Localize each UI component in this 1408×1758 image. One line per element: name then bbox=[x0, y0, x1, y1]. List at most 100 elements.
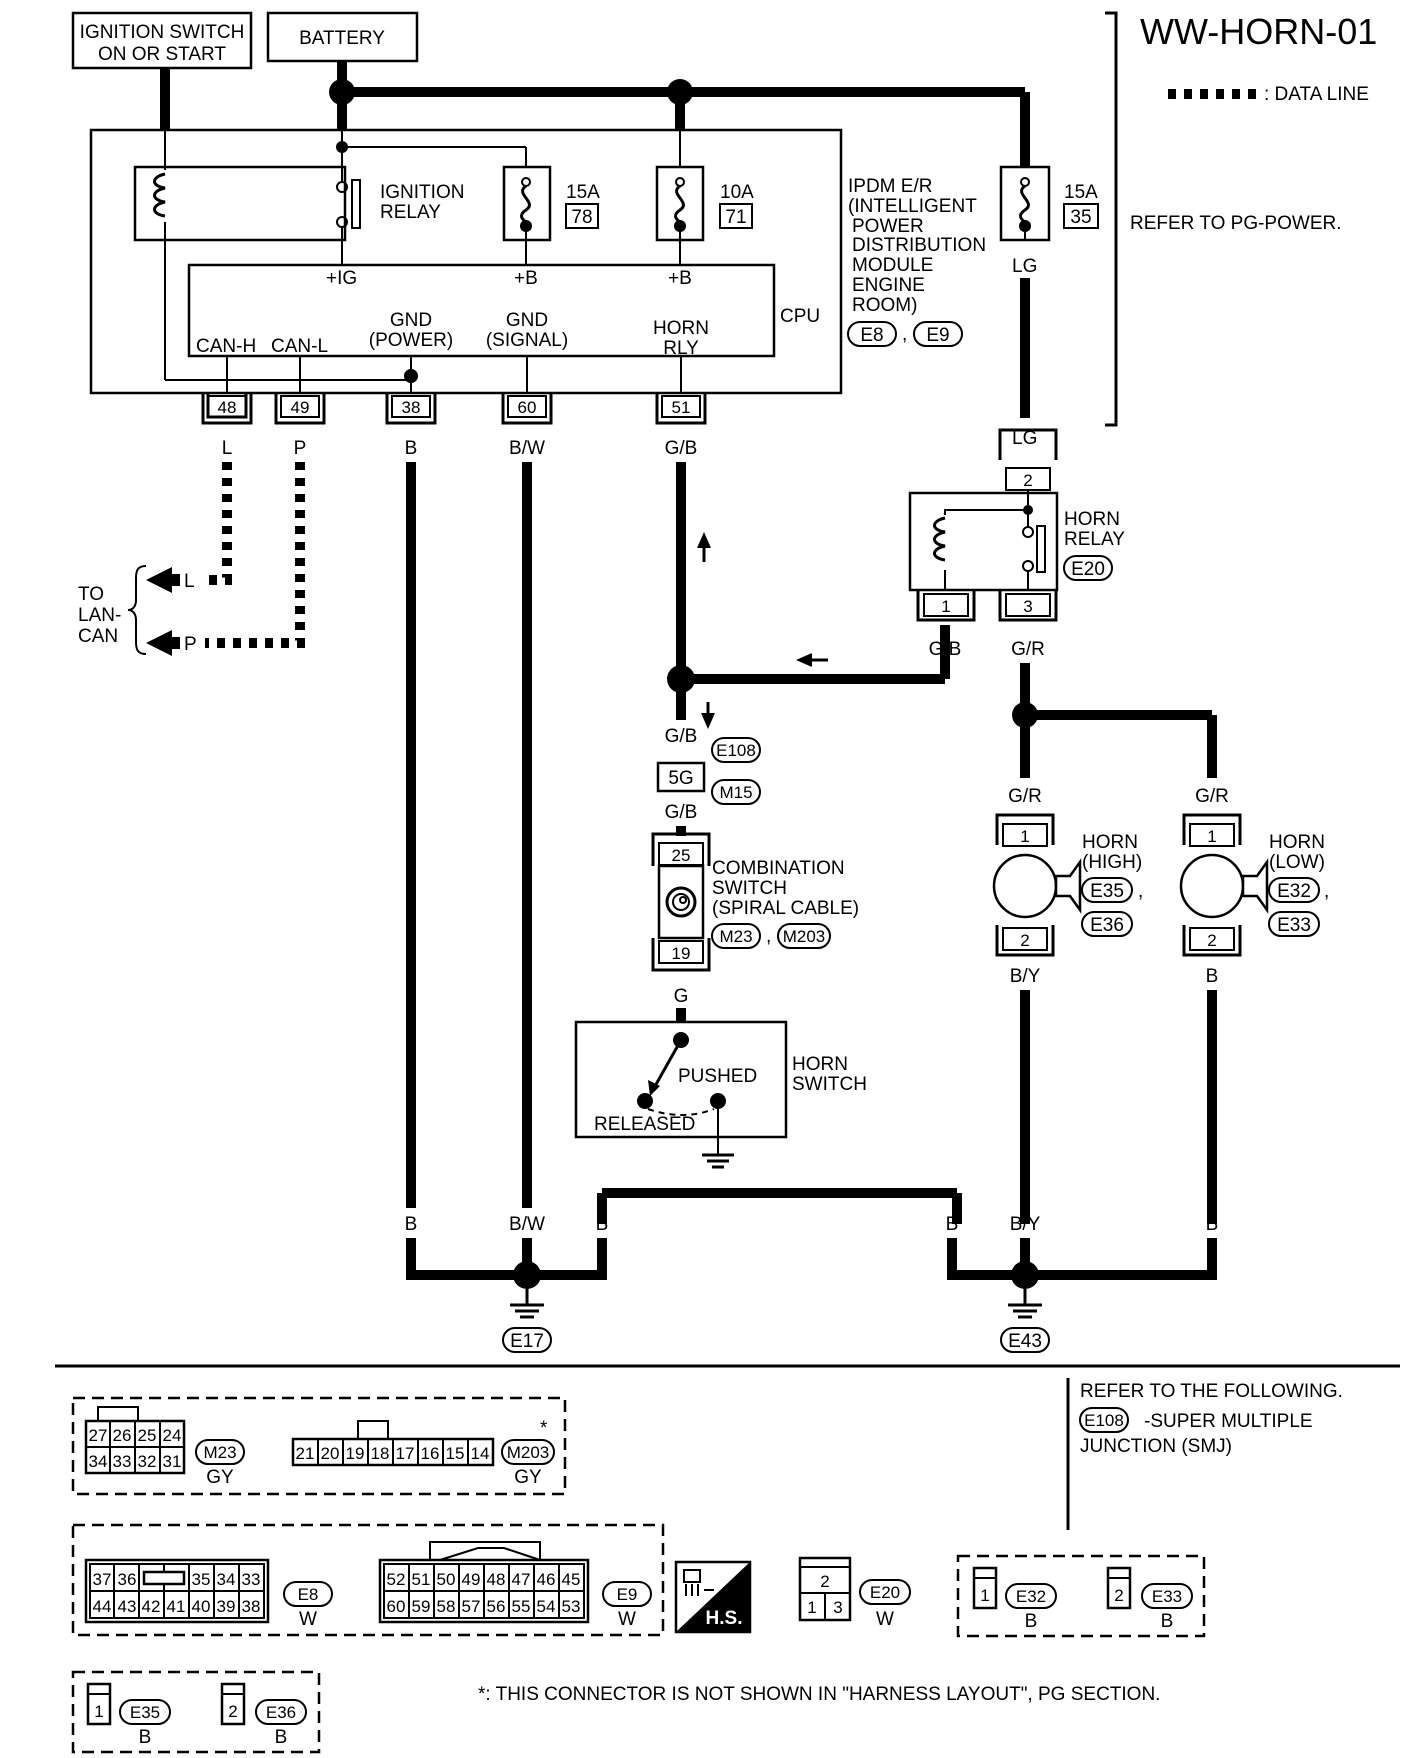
svg-text:(SPIRAL CABLE): (SPIRAL CABLE) bbox=[712, 898, 859, 919]
svg-text:43: 43 bbox=[118, 1597, 137, 1616]
svg-text:17: 17 bbox=[396, 1444, 415, 1463]
svg-text:1: 1 bbox=[807, 1598, 816, 1617]
svg-text:E33: E33 bbox=[1277, 915, 1311, 936]
connector-view-e9: 52 51 50 49 48 47 46 45 60 59 58 57 56 5… bbox=[378, 1541, 652, 1630]
svg-text:(INTELLIGENT: (INTELLIGENT bbox=[848, 196, 977, 217]
connector-view-e8: 37 36 35 34 33 44 43 42 41 40 39 38 E8 W bbox=[84, 1558, 333, 1630]
connector-e8-ref: E8 bbox=[860, 325, 883, 346]
ipdm-pin-connectors: 48 49 38 60 51 bbox=[201, 393, 707, 425]
svg-text:55: 55 bbox=[512, 1597, 531, 1616]
connector-view-e36: 2 E36 B bbox=[220, 1682, 307, 1748]
wire-b-gnd2: B bbox=[596, 1214, 609, 1235]
svg-text:26: 26 bbox=[113, 1426, 132, 1445]
connector-view-e35: 1 E35 B bbox=[86, 1682, 171, 1748]
ignition-relay: IGNITION RELAY bbox=[133, 130, 464, 380]
svg-text:ROOM): ROOM) bbox=[852, 295, 917, 316]
svg-text:16: 16 bbox=[421, 1444, 440, 1463]
wire-b-gnd1: B bbox=[405, 1214, 418, 1235]
ipdm-bracket bbox=[1105, 11, 1118, 427]
connector-group-e35-e36 bbox=[71, 1670, 321, 1754]
combination-switch: 25 19 COMBINATION SWITCH (SPIRAL CABLE) … bbox=[651, 832, 859, 972]
svg-text:,: , bbox=[1138, 881, 1143, 902]
svg-text:JUNCTION (SMJ): JUNCTION (SMJ) bbox=[1080, 1436, 1232, 1457]
svg-text:58: 58 bbox=[437, 1597, 456, 1616]
svg-text:38: 38 bbox=[242, 1597, 261, 1616]
svg-text:40: 40 bbox=[192, 1597, 211, 1616]
svg-text:E8: E8 bbox=[298, 1585, 319, 1604]
svg-text:GND: GND bbox=[390, 310, 432, 331]
svg-text:32: 32 bbox=[138, 1452, 157, 1471]
battery-box: BATTERY bbox=[266, 11, 419, 63]
svg-text:1: 1 bbox=[1207, 827, 1216, 846]
svg-text:42: 42 bbox=[142, 1597, 161, 1616]
svg-text:BATTERY: BATTERY bbox=[299, 28, 385, 49]
lan-can-label: TO bbox=[78, 584, 104, 605]
flow-arrow-up bbox=[697, 532, 711, 562]
ipdm-label: IPDM E/R (INTELLIGENT POWER DISTRIBUTION… bbox=[847, 176, 986, 347]
svg-text:3: 3 bbox=[833, 1598, 842, 1617]
svg-text:RELAY: RELAY bbox=[380, 202, 441, 223]
svg-text:1: 1 bbox=[980, 1586, 989, 1605]
horn-low: 1 2 HORN (LOW) E32 , E33 bbox=[1179, 813, 1329, 957]
wire-by-gnd: B/Y bbox=[1010, 1214, 1041, 1235]
flow-arrow-left bbox=[796, 653, 828, 667]
svg-text:E32: E32 bbox=[1016, 1587, 1046, 1606]
hs-connector-badge-icon: H.S. bbox=[674, 1560, 752, 1634]
svg-text:53: 53 bbox=[562, 1597, 581, 1616]
svg-text:,: , bbox=[1324, 881, 1329, 902]
cpu-box: CPU +IG +B +B CAN-H CAN-L GND (POWER) GN… bbox=[187, 263, 820, 359]
svg-text:IPDM E/R: IPDM E/R bbox=[848, 176, 932, 197]
svg-text:RLY: RLY bbox=[663, 338, 699, 359]
svg-text:+B: +B bbox=[668, 268, 692, 289]
wire-gb-junction-top: G/B bbox=[665, 726, 698, 747]
svg-text:2: 2 bbox=[1023, 471, 1032, 490]
svg-text:,: , bbox=[766, 926, 771, 947]
svg-text:GND: GND bbox=[506, 310, 548, 331]
wire-lg-upper: LG bbox=[1012, 256, 1037, 277]
svg-text:48: 48 bbox=[218, 398, 237, 417]
footnote: *: THIS CONNECTOR IS NOT SHOWN IN "HARNE… bbox=[478, 1684, 1160, 1705]
wire-b-38: B bbox=[405, 438, 418, 459]
wire-gb-51: G/B bbox=[665, 438, 698, 459]
svg-text:19: 19 bbox=[346, 1444, 365, 1463]
wire-gb-junction-bottom: G/B bbox=[665, 802, 698, 823]
svg-text:HORN: HORN bbox=[1064, 509, 1120, 530]
svg-text:B: B bbox=[275, 1727, 288, 1748]
svg-text:48: 48 bbox=[487, 1570, 506, 1589]
svg-text:MODULE: MODULE bbox=[852, 255, 933, 276]
wire-bw-60: B/W bbox=[509, 438, 545, 459]
svg-text:E108: E108 bbox=[1084, 1411, 1124, 1430]
svg-text:REFER TO THE FOLLOWING.: REFER TO THE FOLLOWING. bbox=[1080, 1381, 1343, 1402]
svg-text:27: 27 bbox=[89, 1426, 108, 1445]
svg-text:1: 1 bbox=[1020, 827, 1029, 846]
wire-p: P bbox=[294, 438, 307, 459]
svg-text:38: 38 bbox=[402, 398, 421, 417]
svg-text:M203: M203 bbox=[507, 1443, 550, 1462]
svg-text:15A: 15A bbox=[1064, 182, 1098, 203]
svg-text:3: 3 bbox=[1023, 597, 1032, 616]
svg-text:33: 33 bbox=[242, 1570, 261, 1589]
svg-text:*: * bbox=[540, 1418, 548, 1439]
svg-text:45: 45 bbox=[562, 1570, 581, 1589]
svg-text:IGNITION SWITCH: IGNITION SWITCH bbox=[80, 22, 245, 43]
svg-text:GY: GY bbox=[514, 1467, 542, 1488]
svg-text:,: , bbox=[902, 324, 907, 345]
svg-text:POWER: POWER bbox=[852, 216, 924, 237]
wire-gr-low: G/R bbox=[1195, 786, 1229, 807]
svg-text:E9: E9 bbox=[617, 1585, 638, 1604]
svg-text:1: 1 bbox=[941, 597, 950, 616]
svg-text:COMBINATION: COMBINATION bbox=[712, 858, 845, 879]
svg-text:(SIGNAL): (SIGNAL) bbox=[486, 330, 568, 351]
svg-text:HORN: HORN bbox=[792, 1054, 848, 1075]
svg-text:57: 57 bbox=[462, 1597, 481, 1616]
svg-text:51: 51 bbox=[672, 398, 691, 417]
svg-text:60: 60 bbox=[518, 398, 537, 417]
svg-text:36: 36 bbox=[118, 1570, 137, 1589]
connector-group-m bbox=[71, 1396, 567, 1496]
wire-g: G bbox=[674, 986, 689, 1007]
svg-text:59: 59 bbox=[412, 1597, 431, 1616]
svg-text:78: 78 bbox=[571, 207, 592, 228]
svg-text:(LOW): (LOW) bbox=[1269, 852, 1325, 873]
svg-text:50: 50 bbox=[437, 1570, 456, 1589]
svg-text:E17: E17 bbox=[510, 1331, 544, 1352]
